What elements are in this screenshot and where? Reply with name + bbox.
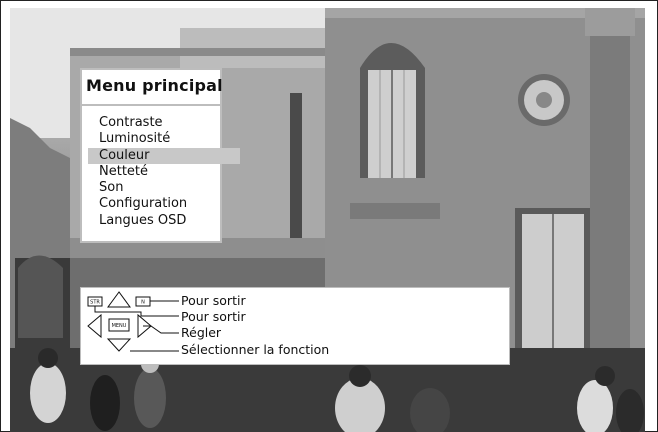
remote-help-panel: STR N MENU Pour sortir Pour sortir Régle… <box>80 287 510 365</box>
n-key-icon: N <box>135 296 151 307</box>
menu-title: Menu principal <box>86 76 223 95</box>
help-line-adjust: Régler <box>181 325 222 340</box>
menu-item-couleur[interactable]: Couleur <box>88 147 240 164</box>
osd-main-menu: Menu principal Contraste Luminosité Coul… <box>80 68 240 243</box>
menu-item-luminosite[interactable]: Luminosité <box>99 131 171 147</box>
remote-keys-diagram: STR N MENU <box>87 291 179 352</box>
arrow-up-icon <box>107 291 131 308</box>
help-line-menu: Pour sortir <box>181 309 246 324</box>
str-key-icon: STR <box>87 296 103 307</box>
arrow-down-icon <box>106 338 132 352</box>
menu-item-son[interactable]: Son <box>99 180 124 196</box>
menu-key-label: MENU <box>112 323 127 329</box>
menu-title-divider <box>82 104 220 106</box>
menu-item-nettete[interactable]: Netteté <box>99 163 149 179</box>
help-line-select: Sélectionner la fonction <box>181 342 330 357</box>
n-key-label: N <box>141 300 145 306</box>
menu-item-contraste[interactable]: Contraste <box>99 115 163 130</box>
str-key-label: STR <box>90 300 100 306</box>
menu-key-icon: MENU <box>108 318 130 332</box>
help-line-str: Pour sortir <box>181 293 246 308</box>
menu-item-list: Contraste Luminosité Couleur Netteté Son… <box>82 115 242 229</box>
menu-item-langues-osd[interactable]: Langues OSD <box>99 212 187 228</box>
arrow-left-icon <box>87 313 102 339</box>
menu-item-configuration[interactable]: Configuration <box>99 196 188 212</box>
